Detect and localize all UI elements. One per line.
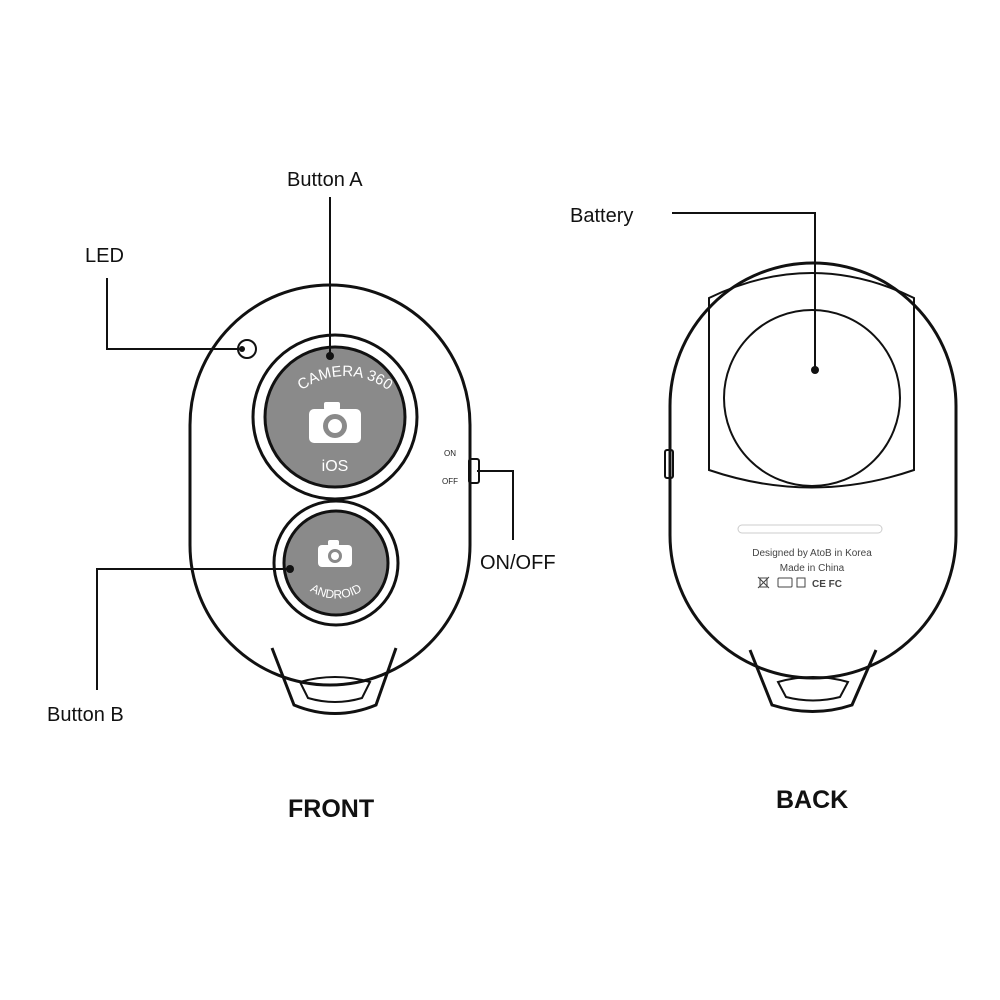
button-b-leader-dot — [286, 565, 294, 573]
button-a-label: Button A — [287, 169, 363, 191]
back-lanyard-loop — [748, 649, 878, 713]
button-a[interactable]: CAMERA 360 iOS — [251, 333, 419, 501]
front-lanyard-loop — [270, 647, 398, 715]
battery-compartment — [708, 272, 915, 489]
led-label: LED — [85, 245, 124, 267]
button-b-text: ANDROID — [308, 581, 364, 602]
led-leader — [106, 278, 241, 350]
weee-bin-icon — [757, 576, 770, 589]
battery-leader — [672, 212, 816, 369]
back-print-line1: Designed by AtoB in Korea — [752, 548, 872, 559]
front-heading: FRONT — [288, 795, 374, 823]
on-off-label: ON/OFF — [480, 552, 556, 574]
camera-icon — [309, 402, 361, 443]
battery-cover[interactable] — [723, 309, 901, 487]
back-heading: BACK — [776, 786, 848, 814]
battery-leader-dot — [811, 366, 819, 374]
button-b[interactable]: ANDROID — [272, 499, 400, 627]
back-print-line2: Made in China — [780, 563, 845, 574]
compliance-mark — [796, 577, 806, 588]
compliance-mark — [777, 577, 793, 588]
back-lanyard-hole — [776, 676, 850, 702]
button-b-leader — [96, 568, 290, 690]
back-body — [668, 261, 958, 680]
on-off-leader — [477, 470, 514, 540]
back-switch-slot — [664, 449, 674, 479]
front-view: CAMERA 360 iOS ANDROID — [188, 283, 480, 715]
button-b-label: Button B — [47, 704, 124, 726]
callouts: Button A LED Battery ON/OFF Button B FRO… — [47, 169, 848, 823]
back-info-plate — [737, 524, 883, 534]
switch-off-label: OFF — [442, 477, 458, 486]
battery-label: Battery — [570, 205, 633, 227]
led-leader-dot — [239, 346, 245, 352]
button-a-leader-dot — [326, 352, 334, 360]
front-lanyard-hole — [298, 676, 372, 703]
camera-icon — [318, 540, 352, 567]
certification-marks: CE FC — [812, 579, 842, 590]
switch-on-label: ON — [444, 449, 456, 458]
back-view: Designed by AtoB in Korea Made in China … — [664, 261, 958, 713]
button-a-bottom-text: iOS — [322, 458, 349, 475]
